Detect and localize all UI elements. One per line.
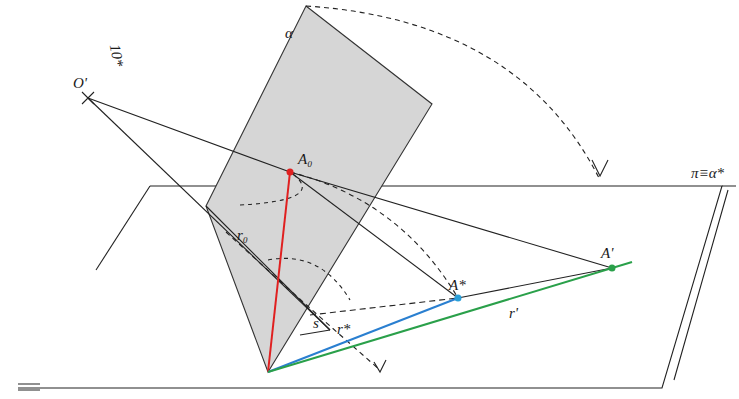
point-label: A' — [600, 246, 614, 261]
point-label: α — [284, 26, 294, 41]
point-label: r₀ — [236, 228, 249, 243]
point-label: A₀ — [297, 152, 313, 167]
point-label: r* — [336, 322, 351, 337]
point-label: s — [312, 316, 320, 331]
point-label: A* — [448, 278, 467, 293]
point-label: π≡α* — [690, 166, 725, 181]
point-label: r' — [508, 306, 519, 321]
point-label: 10* — [107, 42, 126, 69]
point-label: O' — [72, 76, 88, 91]
